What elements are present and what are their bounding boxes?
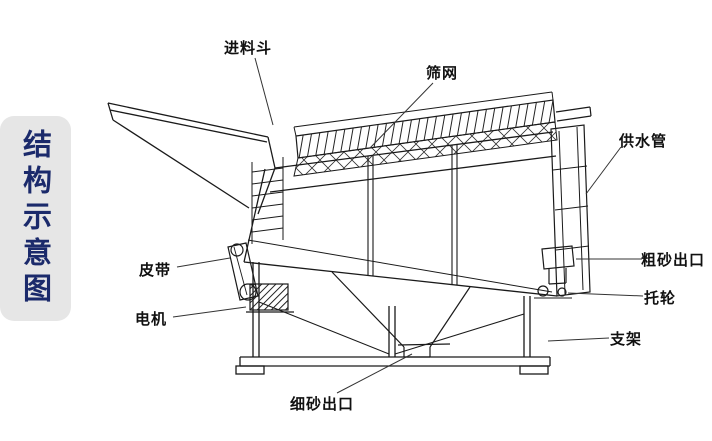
support-frame-label: 支架 xyxy=(610,330,643,348)
leader-lines xyxy=(172,57,644,394)
fine-sand-outlet-drawing xyxy=(331,271,471,358)
support-roller-drawing xyxy=(534,285,572,299)
drum-casing-drawing xyxy=(243,131,558,297)
water-supply-pipe-label: 供水管 xyxy=(619,132,668,150)
water-pipe-drawing xyxy=(555,106,592,122)
page-title: 结构示意图 xyxy=(18,128,53,309)
fine-sand-outlet-label: 细砂出口 xyxy=(290,395,355,413)
end-cap-drawing xyxy=(550,124,591,297)
feed-hopper-drawing xyxy=(107,102,276,215)
motor-drawing xyxy=(246,283,294,313)
screen-mesh-label: 筛网 xyxy=(426,64,459,82)
belt-label: 皮带 xyxy=(139,261,172,279)
drum-inlet-ladder-drawing xyxy=(251,157,284,244)
motor-label: 电机 xyxy=(135,310,168,328)
coarse-sand-outlet-drawing xyxy=(541,245,575,285)
coarse-sand-outlet-label: 粗砂出口 xyxy=(641,251,706,269)
feed-hopper-label: 进料斗 xyxy=(224,39,273,57)
support-roller-label: 托轮 xyxy=(644,289,677,307)
title-panel: 结构示意图 xyxy=(0,116,71,321)
